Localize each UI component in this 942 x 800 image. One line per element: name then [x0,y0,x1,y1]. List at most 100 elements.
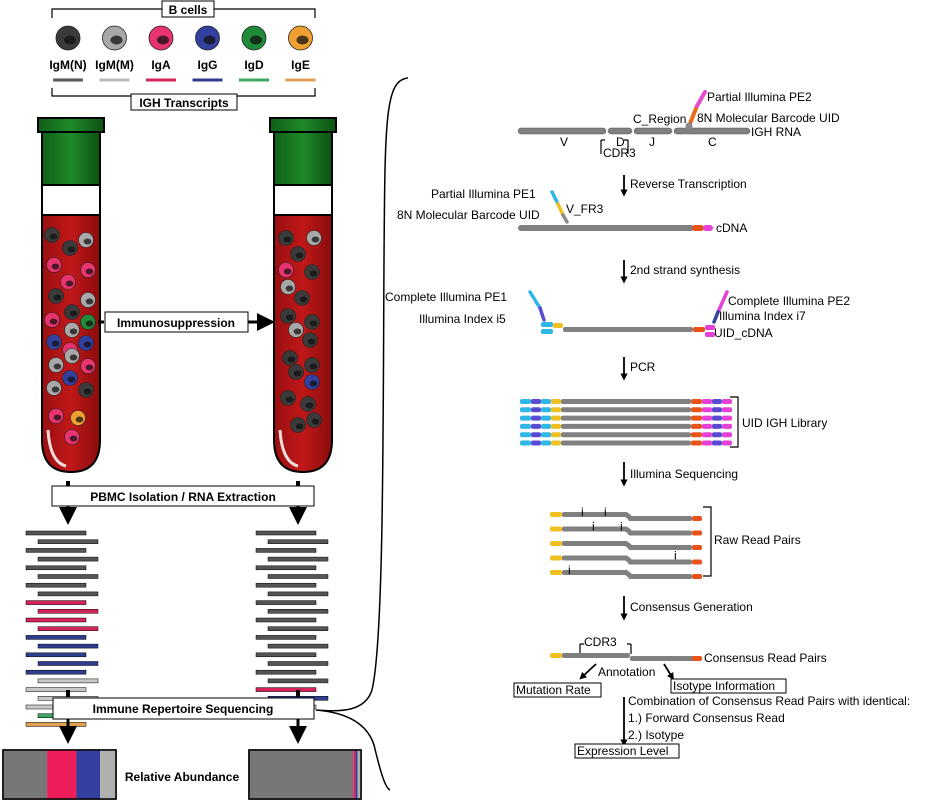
transcript-read [255,669,317,675]
transcript-reads-after [255,530,329,710]
cdr3-label-consensus: CDR3 [584,635,617,649]
isotype-label: IgM(N) [49,58,86,72]
raw-read-pairs-label: Raw Read Pairs [714,533,801,547]
cell-icon-ige [288,25,313,51]
blood-cell [306,230,322,246]
blood-cell [44,227,60,243]
abundance-segment [357,750,361,799]
consensus-read-pairs-label: Consensus Read Pairs [704,651,827,665]
transcript-read [25,530,87,536]
combination-item-1: 1.) Forward Consensus Read [628,711,785,725]
cell-icon-igg [195,25,220,51]
transcript-read [25,652,87,658]
combination-item-2: 2.) Isotype [628,728,684,742]
transcript-read [37,643,99,649]
library-molecule [520,423,732,429]
transcript-read [267,556,329,562]
tube-cap [37,117,105,133]
blood-cell [282,350,298,366]
library-molecule [520,440,732,446]
isotype-label: IgE [291,58,310,72]
transcript-read [255,687,317,692]
library-label: UID IGH Library [742,416,827,430]
second-strand-label: 2nd strand synthesis [630,263,740,277]
blood-cell [304,357,320,373]
immunosuppression-step: Immunosuppression [98,311,275,333]
cell-icon-igmm [102,25,127,51]
library-molecule [520,432,732,438]
cdna-label: cDNA [716,221,747,235]
blood-cell [288,364,304,380]
blood-cell [80,358,96,374]
blood-tube-after [269,117,337,474]
cell-icon-igmn [55,25,81,51]
blood-cell [294,290,310,306]
uid-label-cdna: 8N Molecular Barcode UID [397,208,540,222]
blood-cell [48,408,64,424]
blood-cell [60,274,76,290]
transcript-read [37,626,99,631]
abundance-segment [100,750,116,799]
isotype-label: IgM(M) [95,58,134,72]
blood-cell [302,332,318,348]
transcript-read [267,539,329,544]
consensus-read-pair: CDR3 Consensus Read Pairs Annotation Mut… [513,635,910,759]
raw-read-pair [550,512,702,521]
blood-cell [304,314,320,330]
blood-cell [70,410,86,426]
library-molecule [520,415,732,421]
transcript-read [25,548,87,553]
transcript-read [25,582,87,588]
blood-cell [290,246,306,262]
mutation-mark: i [568,563,571,577]
mutation-mark: i [592,520,595,534]
immunosuppression-label: Immunosuppression [117,316,235,330]
complete-pe1-label: Complete Illumina PE1 [385,290,507,304]
cdr3-label-rna: CDR3 [603,146,636,160]
transcript-read [37,539,99,544]
igh-transcripts-title: IGH Transcripts [139,96,229,110]
relative-abundance-bar-after [248,749,362,800]
transcript-read [267,626,329,631]
uid-igh-library [520,399,732,446]
transcript-reads-before [25,530,99,727]
blood-cell [64,322,80,338]
v-segment-label: V [560,135,568,149]
abundance-segment [3,750,48,799]
abundance-segment [47,750,77,799]
index-i7-label: Illumina Index i7 [719,309,806,323]
partial-pe2-label: Partial Illumina PE2 [707,90,812,104]
raw-read-pair [550,570,702,579]
mutation-mark: i [604,505,607,519]
blood-cell [280,390,296,406]
blood-cell [304,264,320,280]
transcript-read [25,617,87,623]
c-segment-label: C [708,135,717,149]
mutation-rate-label: Mutation Rate [516,683,591,697]
blood-cell [48,357,64,373]
transcript-read [255,565,317,571]
pcr-label: PCR [630,360,656,374]
blood-cell [64,304,80,320]
index-i5-label: Illumina Index i5 [419,312,506,326]
cdna-step: Partial Illumina PE1 8N Molecular Barcod… [397,187,747,235]
relative-abundance-label: Relative Abundance [125,770,240,784]
blood-cell [280,308,296,324]
second-strand-step: Complete Illumina PE1 Illumina Index i5 … [385,290,850,340]
blood-cell [278,262,294,278]
blood-cell [44,312,60,328]
blood-cell [280,279,296,295]
abundance-segment [353,750,356,799]
transcript-read [267,678,329,684]
sequencing-step: Immune Repertoire Sequencing [52,690,315,744]
blood-cell [288,322,304,338]
blood-cell [278,230,294,246]
complete-pe2-label: Complete Illumina PE2 [728,294,850,308]
uid-cdna-label: UID_cDNA [714,326,773,340]
transcript-read [37,556,99,562]
blood-cell [304,374,320,390]
blood-cell [62,370,78,386]
